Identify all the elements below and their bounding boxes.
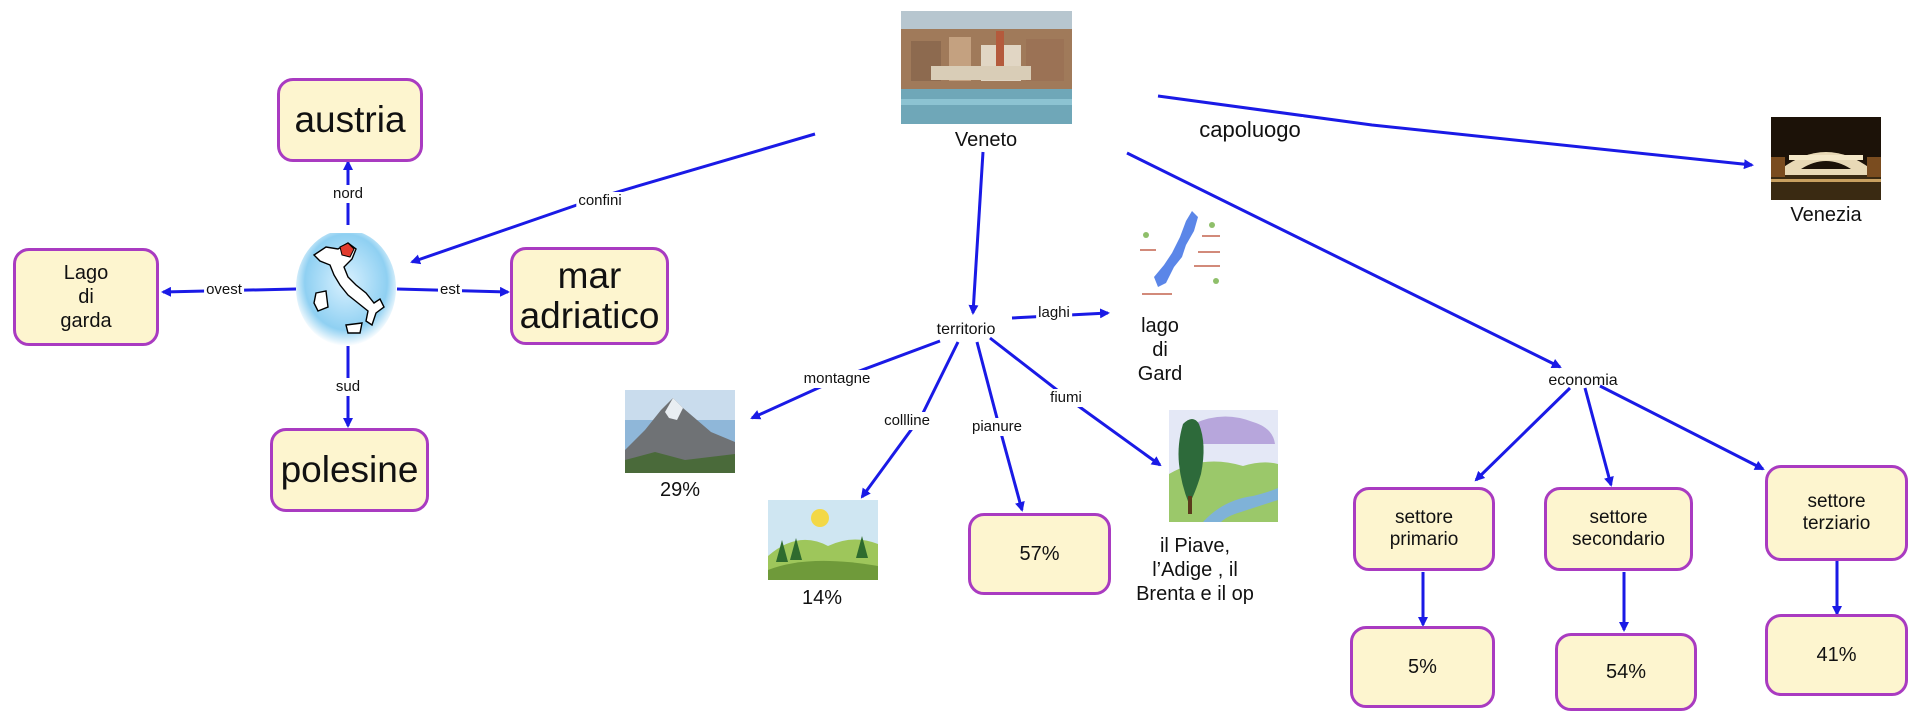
colline-picture	[768, 500, 878, 580]
colline-caption: 14%	[801, 587, 843, 609]
label-ovest: ovest	[204, 281, 244, 299]
label-fiumi: fiumi	[1048, 389, 1084, 407]
label-capoluogo: capoluogo	[1197, 117, 1303, 143]
lake-garda-map-icon	[1136, 205, 1228, 305]
fiumi-picture	[1163, 404, 1284, 528]
montagne-caption: 29%	[659, 479, 701, 501]
mountain-icon	[625, 390, 735, 473]
edge-territorio	[968, 151, 985, 315]
label-nord: nord	[330, 185, 366, 203]
venezia-photo	[1771, 117, 1881, 200]
label-collline: collline	[882, 412, 932, 430]
fiumi-caption: il Piave, l’Adige , il Brenta e il op	[1136, 535, 1254, 605]
venezia-caption: Venezia	[1790, 204, 1862, 226]
node-primario-pct: 5%	[1350, 626, 1495, 708]
edge-terziario	[1599, 384, 1765, 471]
lago-map	[1136, 205, 1228, 305]
label-sud: sud	[333, 378, 363, 396]
node-pianure-pct: 57%	[968, 513, 1111, 595]
veneto-photo	[901, 11, 1072, 124]
node-settore-terziario: settore terziario	[1765, 465, 1908, 561]
node-settore-primario: settore primario	[1353, 487, 1495, 571]
node-polesine: polesine	[270, 428, 429, 512]
edge-primario	[1474, 386, 1572, 482]
river-landscape-icon	[1163, 404, 1284, 528]
montagne-photo	[625, 390, 735, 473]
node-lago-di-garda: Lago di garda	[13, 248, 159, 346]
italy-map	[296, 233, 397, 348]
hills-clipart-icon	[768, 500, 878, 580]
edge-economia	[1126, 151, 1562, 369]
edge-capoluogo	[1157, 94, 1754, 170]
node-terziario-pct: 41%	[1765, 614, 1908, 696]
label-laghi: laghi	[1036, 304, 1072, 322]
node-secondario-pct: 54%	[1555, 633, 1697, 711]
node-territorio: territorio	[936, 321, 996, 338]
label-pianure: pianure	[969, 418, 1025, 436]
node-economia: economia	[1548, 372, 1618, 389]
edge-secondario	[1583, 387, 1614, 487]
label-montagne: montagne	[801, 370, 873, 388]
venice-aerial-icon	[901, 11, 1072, 124]
veneto-caption: Veneto	[954, 129, 1018, 151]
lago-caption: lago di Gard	[1137, 315, 1183, 385]
node-mar-adriatico: mar adriatico	[510, 247, 669, 345]
node-settore-secondario: settore secondario	[1544, 487, 1693, 571]
italy-map-icon	[296, 233, 396, 346]
node-austria: austria	[277, 78, 423, 162]
rialto-bridge-icon	[1771, 117, 1881, 200]
label-confini: confini	[576, 192, 624, 210]
label-est: est	[437, 281, 463, 299]
